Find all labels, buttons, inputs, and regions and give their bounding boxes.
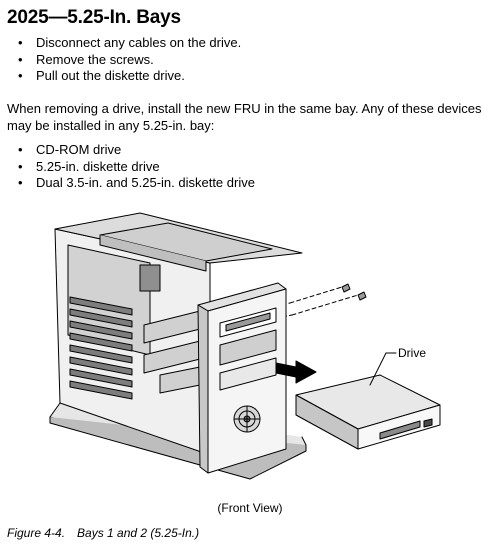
diskette-slot-shape: [379, 420, 421, 440]
drive-cage-shape: [143, 310, 211, 394]
removal-steps-list: Disconnect any cables on the drive. Remo…: [18, 35, 241, 85]
list-item: 5.25-in. diskette drive: [18, 159, 255, 176]
list-item: CD-ROM drive: [18, 142, 255, 159]
expansion-slots-shape: [69, 296, 133, 400]
drive-leader-line: [369, 352, 387, 386]
drive-bay-3-shape: [219, 357, 277, 391]
drive-bay-2-shape: [219, 329, 277, 366]
power-supply-shape: [139, 264, 161, 292]
fan-icon: [233, 405, 261, 433]
inner-shelf-shape: [99, 222, 273, 262]
computer-bay-illustration: Drive: [49, 212, 441, 480]
list-item: Dual 3.5-in. and 5.25-in. diskette drive: [18, 175, 255, 192]
page-title: 2025—5.25-In. Bays: [7, 7, 181, 28]
screw-icon: [341, 283, 367, 301]
figure-view-label: (Front View): [217, 501, 283, 515]
figure-number: Figure 4-4.: [7, 526, 66, 540]
figure-caption: Figure 4-4. Bays 1 and 2 (5.25-In.): [7, 526, 211, 540]
device-list: CD-ROM drive 5.25-in. diskette drive Dua…: [18, 142, 255, 192]
instruction-paragraph: When removing a drive, install the new F…: [7, 101, 482, 133]
base-plate-edge-shape: [49, 416, 307, 480]
arrow-right-icon: [275, 360, 317, 384]
list-item: Pull out the diskette drive.: [18, 68, 241, 85]
drive-label: Drive: [398, 346, 426, 360]
figure-title: Bays 1 and 2 (5.25-In.): [77, 526, 200, 540]
list-item: Disconnect any cables on the drive.: [18, 35, 241, 52]
list-item: Remove the screws.: [18, 52, 241, 69]
